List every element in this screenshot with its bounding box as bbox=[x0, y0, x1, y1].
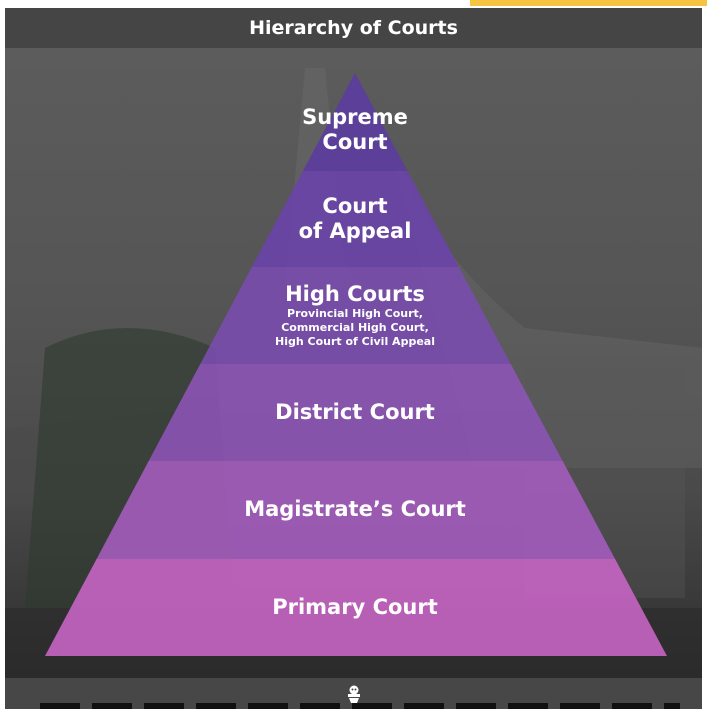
pyramid-level-6 bbox=[45, 559, 667, 656]
pyramid-level-1 bbox=[302, 73, 408, 171]
pyramid-level-2 bbox=[251, 171, 459, 267]
pyramid-level-label: High Courts bbox=[205, 282, 505, 307]
pyramid-level-label-line: of Appeal bbox=[298, 218, 412, 243]
pyramid-level-label-line: Court bbox=[322, 129, 388, 154]
pyramid-level-3 bbox=[200, 267, 511, 364]
pyramid-level-label-line: Magistrate’s Court bbox=[244, 497, 466, 522]
pyramid-level-label-line: Court bbox=[322, 193, 388, 218]
pyramid-level-label: District Court bbox=[205, 400, 505, 425]
pyramid-level-label: Primary Court bbox=[205, 595, 505, 620]
pyramid-level-label-line: Primary Court bbox=[272, 594, 438, 619]
pyramid-level-label: Magistrate’s Court bbox=[205, 497, 505, 522]
building-photo-illustration bbox=[5, 68, 702, 678]
pyramid-level-sublabel-line: Commercial High Court, bbox=[281, 321, 429, 335]
bottom-partial-text bbox=[40, 703, 680, 709]
pyramid-level-label-line: Supreme bbox=[302, 104, 408, 129]
pyramid-level-label-line: High Courts bbox=[285, 282, 425, 307]
pyramid-level-label-line: District Court bbox=[275, 399, 435, 424]
title-bar: Hierarchy of Courts bbox=[5, 8, 702, 48]
pyramid-level-sublabel: Provincial High Court,Commercial High Co… bbox=[205, 307, 505, 348]
pyramid-level-5 bbox=[96, 461, 616, 559]
crest-icon bbox=[347, 685, 360, 703]
pyramid-level-4 bbox=[148, 364, 563, 461]
pyramid-level-sublabel-line: High Court of Civil Appeal bbox=[275, 334, 435, 348]
page-title: Hierarchy of Courts bbox=[249, 17, 458, 39]
pyramid-level-sublabel-line: Provincial High Court, bbox=[287, 307, 423, 321]
accent-strip bbox=[470, 0, 707, 6]
